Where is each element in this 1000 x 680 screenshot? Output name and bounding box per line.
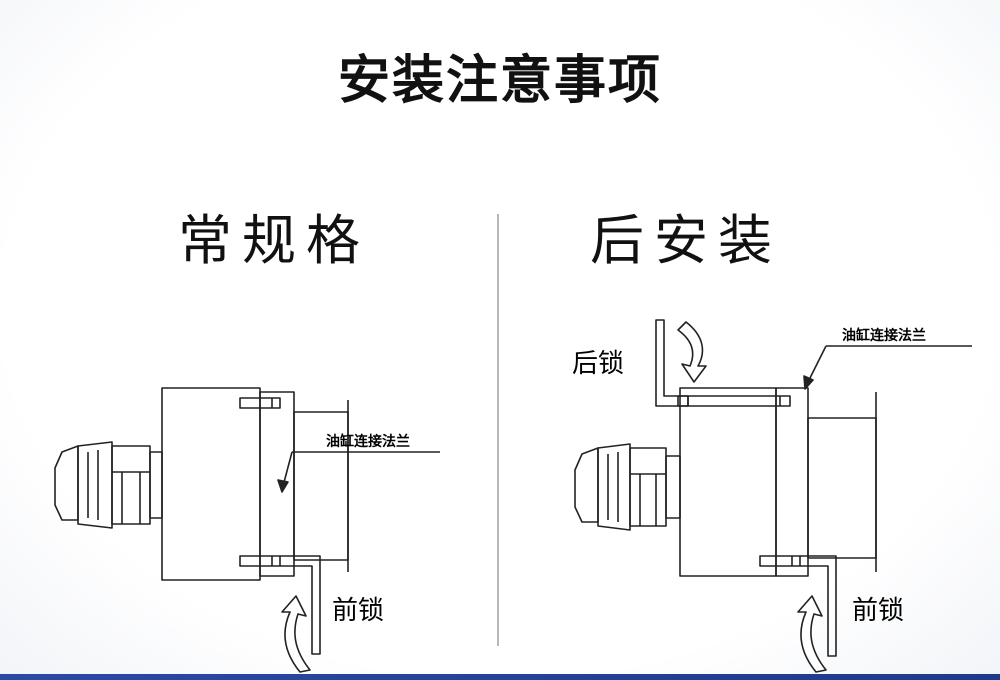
right-rear-lock-arrow [677,321,707,383]
left-front-lock-label: 前锁 [332,596,384,626]
right-flange-leader-arrow [803,375,814,390]
left-cylinder-drawing [54,387,440,655]
panel-divider [497,214,499,646]
right-front-lock-label: 前锁 [852,596,904,626]
right-panel-heading: 后安装 [590,209,782,272]
left-flange-leader-arrow [277,479,289,493]
bottom-accent-strip [0,674,1000,680]
left-front-lock-arrow [281,595,311,673]
right-rear-lock-label: 后锁 [572,349,624,379]
right-front-lock-arrow [797,595,827,673]
right-cylinder-drawing [574,319,972,657]
left-panel-heading: 常规格 [178,209,370,272]
right-flange-label: 油缸连接法兰 [842,327,926,344]
left-flange-label: 油缸连接法兰 [326,433,410,450]
page-title: 安装注意事项 [337,51,662,111]
